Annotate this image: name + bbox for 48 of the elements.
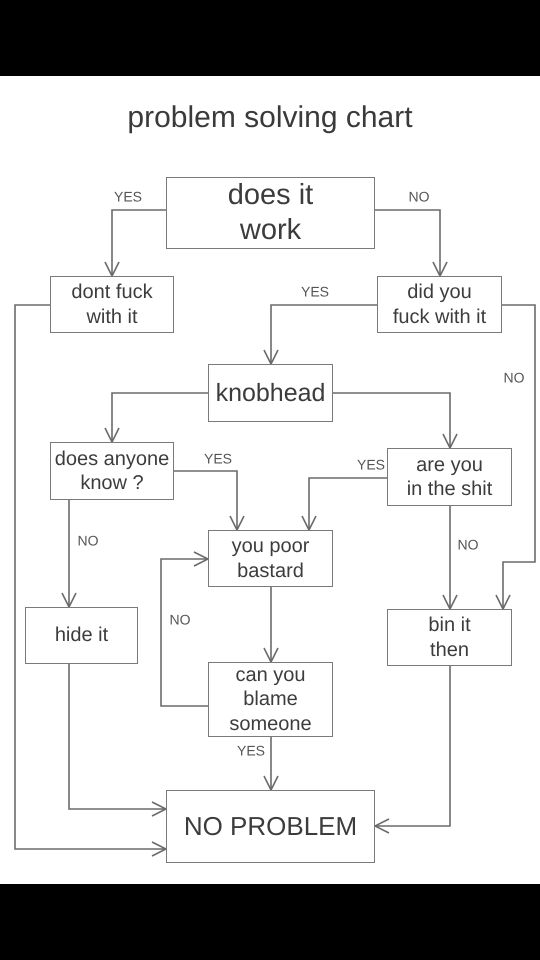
chart-title: problem solving chart (127, 100, 413, 136)
edge-label: YES (203, 452, 233, 466)
flowchart-box (166, 177, 375, 249)
flowchart-box (50, 276, 174, 333)
arrow (104, 392, 208, 443)
edge-label: YES (236, 744, 266, 758)
box-label: knobhead (214, 378, 326, 408)
flowchart-box (25, 607, 138, 664)
box-label: bin it then (427, 613, 472, 662)
arrow (174, 470, 245, 531)
edge-label: NO (76, 534, 100, 548)
arrow (160, 551, 209, 707)
arrow (104, 209, 166, 277)
arrow (495, 304, 536, 610)
arrow (333, 392, 458, 449)
flowchart-box (208, 662, 333, 737)
box-label: does anyone know ? (54, 446, 170, 496)
arrow (301, 477, 387, 531)
edge-label: NO (502, 370, 526, 386)
box-label: you poor bastard (230, 534, 310, 583)
flowchart-box (377, 276, 502, 333)
arrow (263, 737, 279, 791)
arrow (68, 664, 167, 817)
edge-label: YES (356, 458, 386, 472)
flowchart-box (208, 364, 333, 422)
flowchart-box (166, 790, 375, 863)
edge-label: NO (456, 538, 480, 552)
arrow (374, 666, 451, 834)
arrow (263, 587, 279, 663)
flowchart-box (387, 448, 512, 506)
box-label: did you fuck with it (392, 280, 488, 329)
arrow (14, 304, 167, 857)
flowchart-box (387, 609, 512, 666)
box-label: are you in the shit (406, 452, 493, 502)
box-label: dont fuck with it (70, 280, 154, 329)
edge-label: NO (408, 190, 430, 204)
box-label: hide it (54, 623, 110, 648)
box-label: NO PROBLEM (182, 810, 358, 842)
box-label: can you blame someone (228, 662, 313, 736)
box-label: does it work (226, 178, 314, 248)
arrow (375, 209, 448, 277)
arrow (442, 506, 458, 610)
edge-label: YES (300, 284, 330, 300)
arrow (61, 500, 77, 608)
edge-label: YES (113, 190, 143, 204)
edge-label: NO (168, 612, 192, 628)
flowchart-box (208, 530, 333, 587)
arrow (263, 304, 377, 365)
